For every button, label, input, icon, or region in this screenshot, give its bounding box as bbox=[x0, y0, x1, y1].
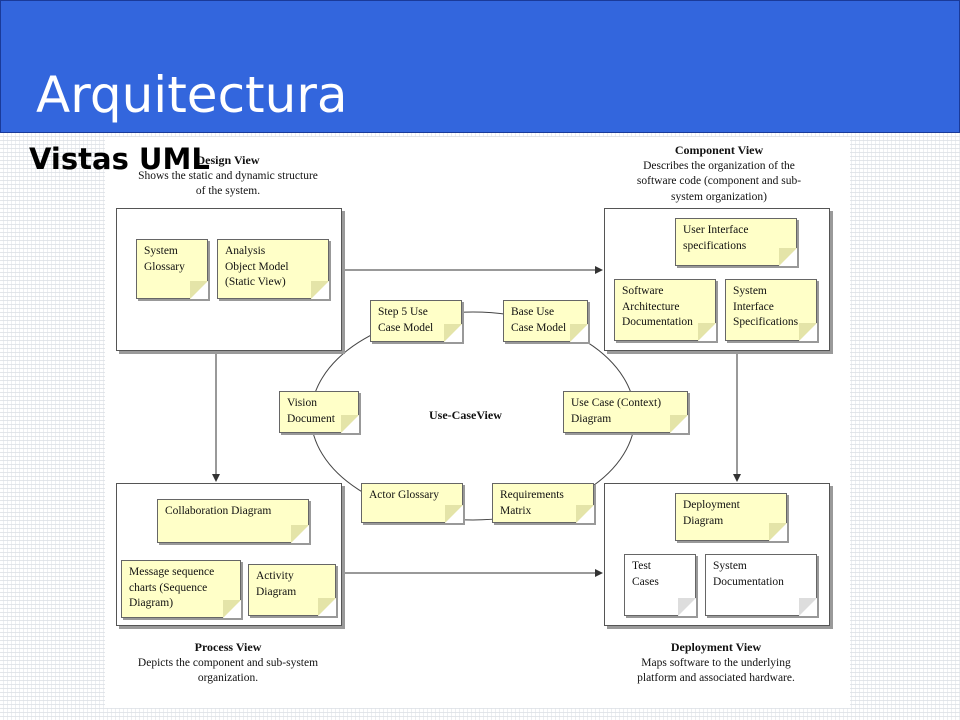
slide-title: Arquitectura bbox=[36, 66, 348, 124]
process-view-label: Process View Depicts the component and s… bbox=[120, 640, 336, 687]
use-case-view-title: Use-CaseView bbox=[429, 408, 502, 422]
design-view-title: Design View bbox=[196, 153, 260, 167]
system-interface-specs-note: System Interface Specifications bbox=[725, 279, 817, 341]
title-bar: Arquitectura bbox=[0, 0, 960, 133]
component-view-label: Component View Describes the organizatio… bbox=[606, 143, 832, 205]
process-view-description: Depicts the component and sub-system org… bbox=[137, 656, 319, 685]
requirements-matrix-note: Requirements Matrix bbox=[492, 483, 594, 523]
actor-glossary-note: Actor Glossary bbox=[361, 483, 463, 523]
system-glossary-note: System Glossary bbox=[136, 239, 208, 299]
process-view-title: Process View bbox=[194, 640, 262, 654]
design-view-description: Shows the static and dynamic structure o… bbox=[138, 169, 318, 198]
deployment-view-description: Maps software to the underlying platform… bbox=[637, 656, 795, 685]
design-view-label: Design View Shows the static and dynamic… bbox=[123, 153, 333, 200]
step5-use-case-model-note: Step 5 Use Case Model bbox=[370, 300, 462, 342]
system-documentation-note: System Documentation bbox=[705, 554, 817, 616]
test-cases-note: Test Cases bbox=[624, 554, 696, 616]
deployment-view-title: Deployment View bbox=[670, 640, 762, 654]
slide-subtitle: Vistas UML bbox=[29, 142, 210, 176]
deployment-view-label: Deployment View Maps software to the und… bbox=[606, 640, 826, 687]
software-architecture-doc-note: Software Architecture Documentation bbox=[614, 279, 716, 341]
component-view-description: Describes the organization of the softwa… bbox=[636, 159, 802, 203]
ui-specifications-note: User Interface specifications bbox=[675, 218, 797, 266]
vision-document-note: Vision Document bbox=[279, 391, 359, 433]
activity-diagram-note: Activity Diagram bbox=[248, 564, 336, 616]
deployment-diagram-note: Deployment Diagram bbox=[675, 493, 787, 541]
use-case-context-diagram-note: Use Case (Context) Diagram bbox=[563, 391, 688, 433]
collaboration-diagram-note: Collaboration Diagram bbox=[157, 499, 309, 543]
base-use-case-model-note: Base Use Case Model bbox=[503, 300, 588, 342]
component-view-title: Component View bbox=[674, 143, 764, 157]
message-sequence-charts-note: Message sequence charts (Sequence Diagra… bbox=[121, 560, 241, 618]
analysis-object-model-note: Analysis Object Model (Static View) bbox=[217, 239, 329, 299]
